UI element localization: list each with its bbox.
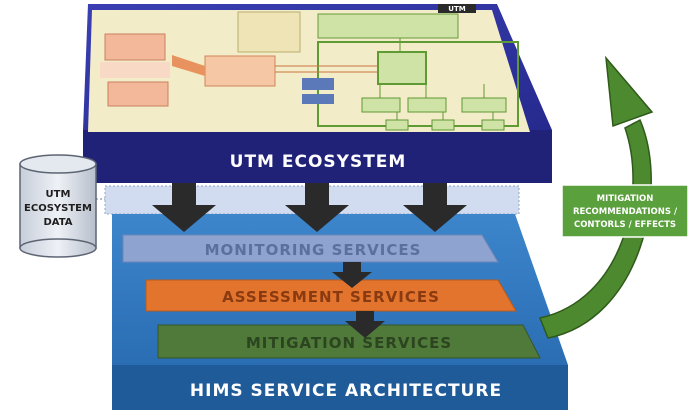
utm-system-inset [88,10,530,132]
monitoring-services-label: MONITORING SERVICES [205,241,422,259]
mitigation-services-label: MITIGATION SERVICES [246,334,452,352]
uss-box [377,51,427,85]
utm-ecosystem-data-store: UTM ECOSYSTEM DATA [19,154,97,258]
down-arrow-icon [403,183,467,232]
uas-box [385,119,409,131]
swim-data-sources-box [104,33,166,61]
assessment-services-layer: ASSESSMENT SERVICES [145,279,517,312]
uas-operator-box [361,97,401,113]
mitigation-services-layer: MITIGATION SERVICES [157,324,541,359]
public-box [302,94,334,104]
sdsp-box [317,13,459,39]
data-store-label-line1: UTM [46,189,71,200]
down-arrow-icon [332,262,372,288]
data-store-label-line2: ECOSYSTEM [24,203,92,214]
utm-ecosystem-panel: UTM UTM ECOSYSTEM [83,4,552,183]
arrow-head-icon [605,55,654,128]
mitigation-recommendations-box: MITIGATION RECOMMENDATIONS / CONTORLS / … [561,184,689,238]
flow-arrows [152,183,467,338]
utm-ecosystem-title: UTM ECOSYSTEM [230,152,407,172]
down-arrow-icon [285,183,349,232]
public-safety-box [302,78,334,90]
hims-title: HIMS SERVICE ARCHITECTURE [190,381,502,401]
down-arrow-icon [345,311,385,338]
national-airspace-box [107,81,169,107]
feedback-label-line2: RECOMMENDATIONS / [573,207,678,217]
feedback-label-line3: CONTORLS / EFFECTS [574,220,676,230]
assessment-services-label: ASSESSMENT SERVICES [222,288,440,306]
down-arrow-icon [152,183,216,232]
uas-operator-box [461,97,507,113]
uas-operator-box [407,97,447,113]
utm-corner-tag-label: UTM [448,5,465,13]
feedback-label-line1: MITIGATION [597,194,654,204]
uas-box [481,119,505,131]
data-store-label-line3: DATA [43,217,72,228]
fims-box [204,55,276,87]
utm-corner-tag [438,4,476,13]
uas-box [431,119,455,131]
monitoring-services-layer: MONITORING SERVICES [122,234,499,263]
